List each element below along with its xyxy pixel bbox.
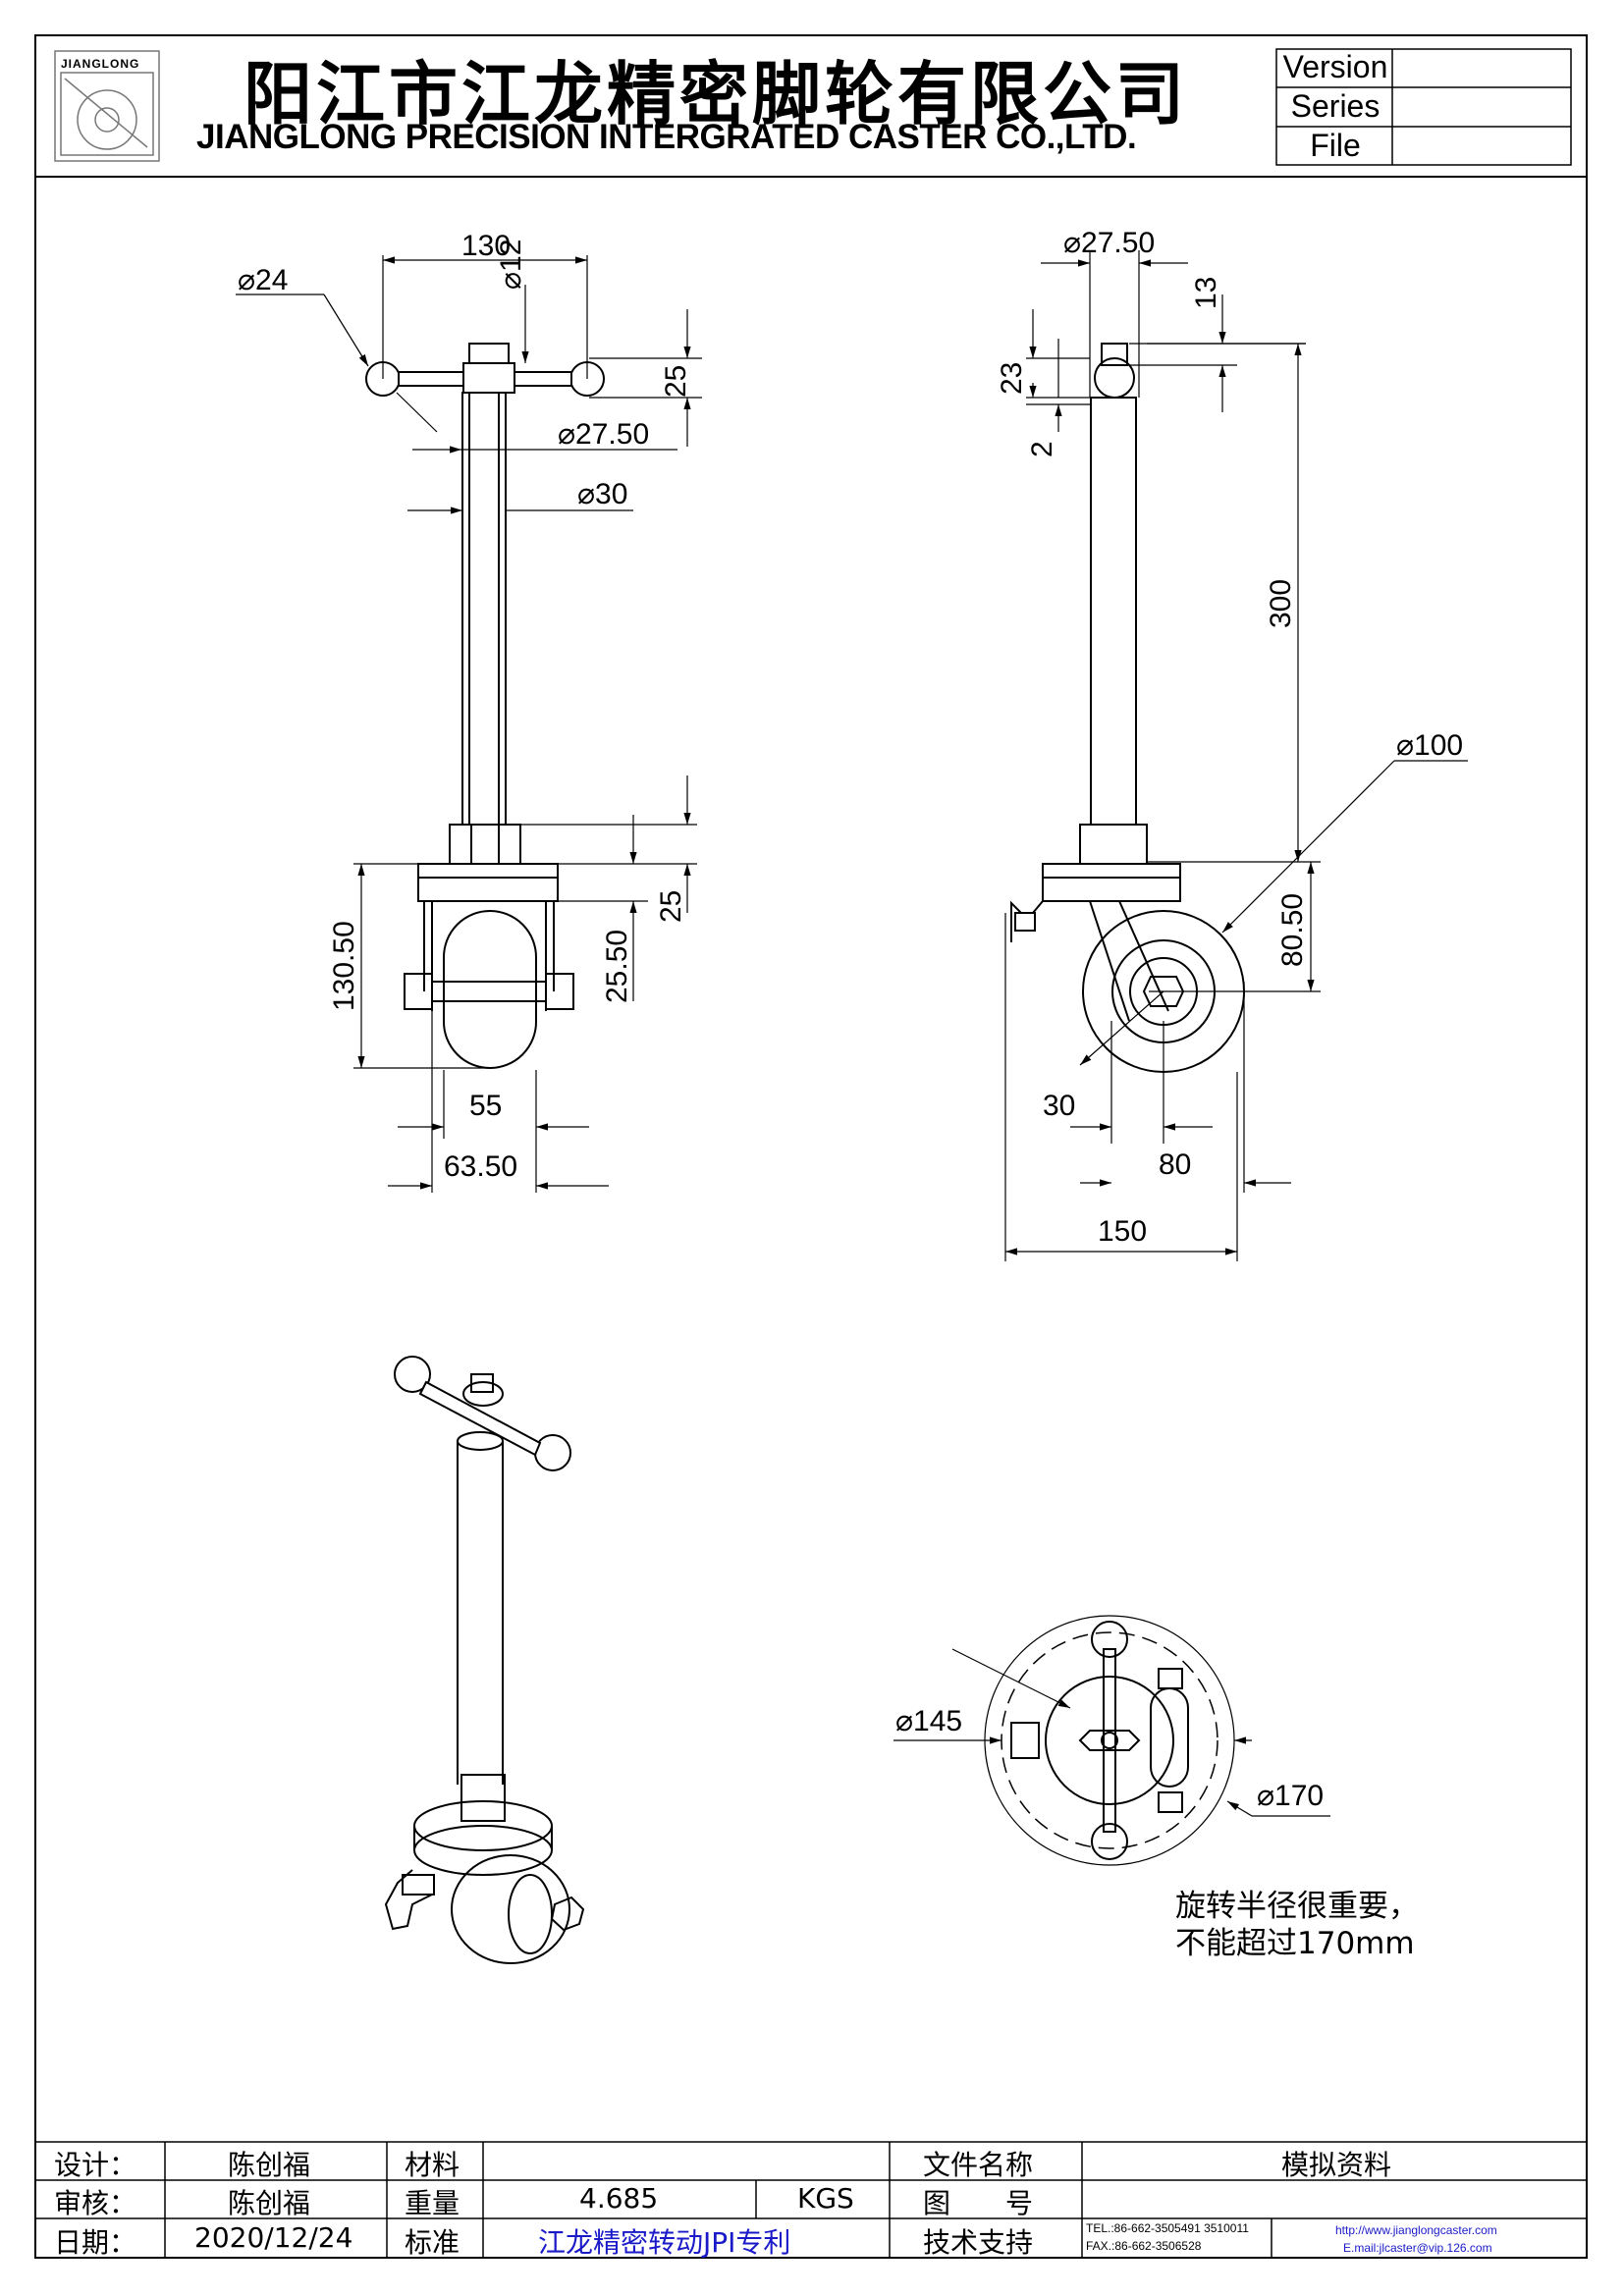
sheet-frame — [34, 34, 1588, 2259]
weight-value: 4.685 — [579, 2182, 659, 2215]
top-view-dims — [893, 1648, 1330, 1817]
dim-phi24: ⌀24 — [238, 264, 289, 296]
dim-phi27-5-side: ⌀27.50 — [1063, 227, 1156, 259]
dim-130: 130 — [461, 230, 512, 262]
dim-phi30: ⌀30 — [577, 478, 628, 510]
website-link[interactable]: http://www.jianglongcaster.com — [1335, 2223, 1497, 2237]
dim-phi145: ⌀145 — [895, 1705, 963, 1737]
dim-phi170: ⌀170 — [1257, 1780, 1325, 1812]
dim-23: 23 — [996, 361, 1028, 395]
version-label: Version — [1282, 49, 1388, 84]
title-block-grid — [35, 2141, 1587, 2258]
tel-text: TEL.:86-662-3505491 3510011 — [1086, 2221, 1249, 2235]
dim-25-top: 25 — [660, 364, 692, 398]
weight-unit: KGS — [797, 2182, 854, 2215]
dim-25-5: 25.50 — [601, 929, 633, 1003]
dim-55: 55 — [469, 1090, 503, 1122]
weight-label: 重量 — [405, 2187, 460, 2219]
file-label: File — [1310, 128, 1361, 163]
dim-phi100: ⌀100 — [1396, 729, 1464, 762]
dim-80-5: 80.50 — [1276, 892, 1309, 967]
standard-label: 标准 — [405, 2226, 460, 2259]
dim-150: 150 — [1098, 1215, 1148, 1248]
email-link[interactable]: E.mail:jlcaster@vip.126.com — [1343, 2241, 1492, 2255]
dim-2: 2 — [1026, 441, 1058, 457]
review-value: 陈创福 — [228, 2187, 311, 2219]
dim-300: 300 — [1265, 578, 1297, 628]
dim-80: 80 — [1159, 1148, 1192, 1181]
date-label: 日期： — [54, 2226, 137, 2259]
side-view-dims — [1004, 250, 1468, 1261]
fax-text: FAX.:86-662-3506528 — [1086, 2239, 1202, 2253]
filename-value: 模拟资料 — [1281, 2149, 1392, 2181]
note-line-1: 旋转半径很重要， — [1175, 1889, 1419, 1924]
front-view — [365, 343, 605, 1069]
note-line-2: 不能超过170mm — [1175, 1926, 1415, 1961]
version-table — [1275, 48, 1572, 166]
drawing-no-label: 图 号 — [923, 2187, 1034, 2219]
dim-63-5: 63.50 — [444, 1150, 518, 1183]
company-logo — [54, 50, 160, 162]
design-label: 设计： — [54, 2149, 137, 2181]
dim-25-plate: 25 — [655, 889, 687, 923]
date-value: 2020/12/24 — [194, 2221, 353, 2254]
review-label: 审核： — [54, 2187, 137, 2219]
standard-value: 江龙精密转动JPI专利 — [538, 2226, 791, 2259]
material-label: 材料 — [405, 2149, 460, 2181]
dim-phi27-5-front: ⌀27.50 — [558, 418, 650, 451]
dim-130-5: 130.50 — [328, 921, 360, 1011]
logo-text: JIANGLONG — [61, 57, 140, 71]
front-view-dims — [236, 255, 702, 1193]
top-view — [984, 1615, 1235, 1866]
filename-label: 文件名称 — [923, 2149, 1034, 2181]
company-name-cn: 阳江市江龙精密脚轮有限公司 — [244, 54, 1188, 134]
dim-30: 30 — [1043, 1090, 1076, 1122]
series-label: Series — [1290, 88, 1380, 124]
dim-13: 13 — [1190, 276, 1222, 309]
company-name-en: JIANGLONG PRECISION INTERGRATED CASTER C… — [196, 118, 1137, 156]
design-value: 陈创福 — [228, 2149, 311, 2181]
dim-phi12: ⌀12 — [495, 239, 527, 290]
isometric-view — [384, 1356, 585, 1964]
support-label: 技术支持 — [923, 2226, 1034, 2259]
